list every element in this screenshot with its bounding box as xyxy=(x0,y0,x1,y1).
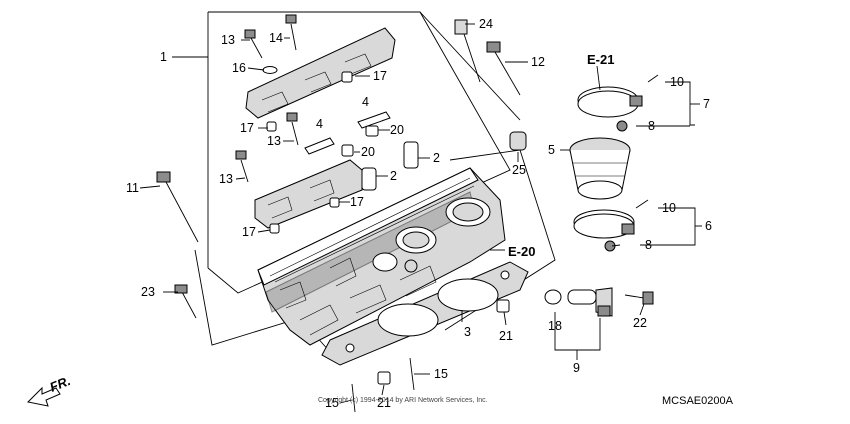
callout-16: 16 xyxy=(232,61,246,75)
callout-8: 8 xyxy=(648,119,655,133)
callout-21: 21 xyxy=(499,329,513,343)
callout-23: 23 xyxy=(141,285,155,299)
callout-4: 4 xyxy=(316,117,323,131)
reference-e20: E-20 xyxy=(508,244,535,259)
front-direction-marker: FR. xyxy=(26,373,73,407)
reference-e21: E-21 xyxy=(587,52,614,67)
callout-labels: 1 2 2 3 4 4 5 6 7 8 8 9 10 10 11 12 13 1… xyxy=(126,17,712,410)
cylinder-head xyxy=(257,167,506,346)
callout-10: 10 xyxy=(662,201,676,215)
callout-8: 8 xyxy=(645,238,652,252)
callout-13: 13 xyxy=(267,134,281,148)
cam-holder-upper xyxy=(245,27,396,119)
callout-22: 22 xyxy=(633,316,647,330)
insulator-assembly xyxy=(569,74,659,252)
callout-18: 18 xyxy=(548,319,562,333)
callout-25: 25 xyxy=(512,163,526,177)
leader-lines xyxy=(139,23,702,404)
callout-13: 13 xyxy=(221,33,235,47)
callout-5: 5 xyxy=(548,143,555,157)
callout-4: 4 xyxy=(362,95,369,109)
front-label: FR. xyxy=(48,373,73,395)
callout-21: 21 xyxy=(377,396,391,410)
callout-10: 10 xyxy=(670,75,684,89)
callout-20: 20 xyxy=(361,145,375,159)
head-gasket xyxy=(321,261,529,366)
callout-2: 2 xyxy=(390,169,397,183)
callout-17: 17 xyxy=(350,195,364,209)
diagram-code: MCSAE0200A xyxy=(662,395,734,407)
small-parts xyxy=(156,14,527,413)
callout-15: 15 xyxy=(434,367,448,381)
callout-1: 1 xyxy=(160,50,167,64)
callout-14: 14 xyxy=(269,31,283,45)
callout-17: 17 xyxy=(240,121,254,135)
sensor-assembly xyxy=(544,287,654,317)
callout-2: 2 xyxy=(433,151,440,165)
reference-labels: E-21 E-20 xyxy=(508,52,614,259)
callout-12: 12 xyxy=(531,55,545,69)
callout-9: 9 xyxy=(573,361,580,375)
callout-7: 7 xyxy=(703,97,710,111)
front-arrow-icon xyxy=(26,386,61,407)
callout-13: 13 xyxy=(219,172,233,186)
callout-20: 20 xyxy=(390,123,404,137)
callout-15: 15 xyxy=(325,396,339,410)
callout-17: 17 xyxy=(242,225,256,239)
callout-17: 17 xyxy=(373,69,387,83)
callout-3: 3 xyxy=(464,325,471,339)
copyright-watermark: Copyright (c) 1994-2014 by ARI Network S… xyxy=(318,397,488,404)
callout-24: 24 xyxy=(479,17,493,31)
callout-11: 11 xyxy=(126,181,139,195)
callout-6: 6 xyxy=(705,219,712,233)
cam-holder-lower xyxy=(254,159,363,229)
